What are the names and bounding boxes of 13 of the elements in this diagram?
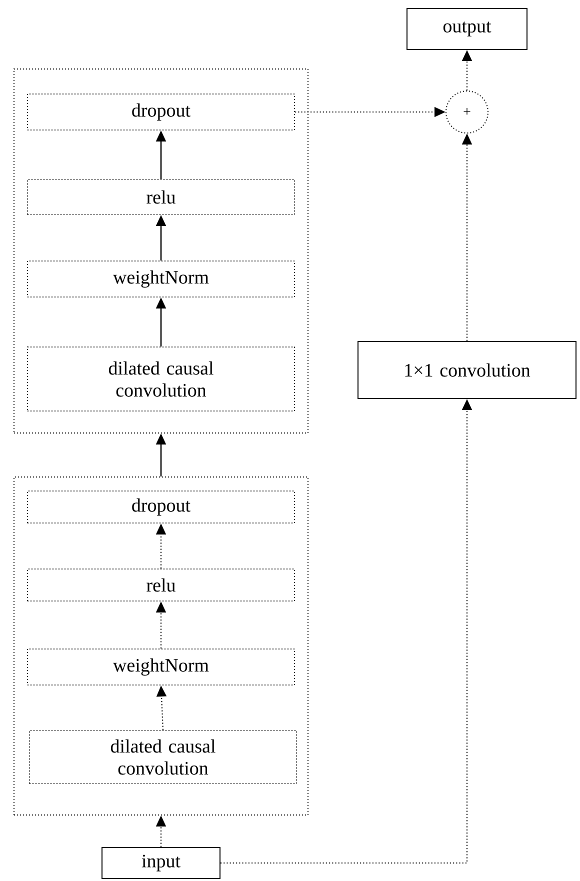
- process-box: output: [406, 8, 528, 50]
- process-box: relu: [27, 179, 295, 215]
- process-box: weightNorm: [27, 260, 295, 298]
- block-frame: [14, 476, 308, 816]
- process-box: 1×1 convolution: [358, 341, 576, 399]
- process-box: input: [102, 847, 220, 879]
- process-box: weightNorm: [27, 648, 295, 686]
- process-box: relu: [27, 568, 295, 602]
- process-box: dilated causal convolution: [27, 346, 295, 412]
- process-box: dilated causal convolution: [29, 730, 297, 784]
- process-box: dropout: [27, 94, 295, 130]
- process-box: dropout: [27, 490, 295, 524]
- block-frame: [14, 68, 308, 434]
